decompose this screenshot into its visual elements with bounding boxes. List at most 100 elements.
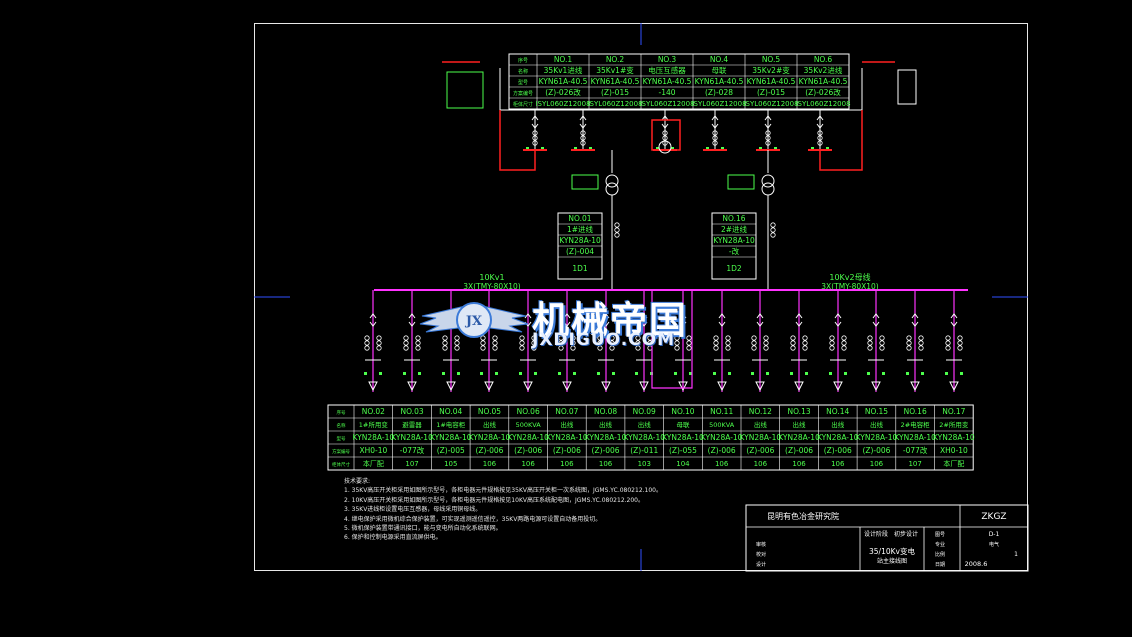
current-transformer-icon [879,340,885,346]
current-transformer-icon [531,340,537,346]
watermark-title: 机械帝国 [532,299,688,342]
current-transformer-icon [751,335,757,341]
current-transformer-icon [580,135,586,141]
current-transformer-icon [906,335,912,341]
breaker-icon [834,313,842,327]
current-transformer-icon [790,340,796,346]
bottom-table [327,404,974,471]
current-transformer-icon [790,345,796,351]
current-transformer-icon [364,340,370,346]
top-col-no: NO.4 [710,55,729,64]
top-col-scheme: (Z)-026改 [545,87,581,97]
transformer-winding-icon [605,174,619,188]
top-row-label: 型号 [518,79,528,86]
current-transformer-icon [492,345,498,351]
bottom-col-code: 106 [560,460,574,468]
bottom-col-model: KYN28A-10 [391,433,433,442]
bottom-row-label: 方案编号 [332,448,350,455]
bottom-col-code: 106 [599,460,613,468]
winged-badge-icon: JX [419,302,529,338]
bottom-col-scheme: (Z)-006 [514,446,542,455]
terminal-block-icon [534,372,537,375]
bottom-col-no: NO.11 [710,407,733,416]
cable-head-icon [833,381,843,392]
transformer-panel-text: 2#进线 [721,224,748,234]
current-transformer-icon [635,345,641,351]
top-col-name: 母联 [712,66,727,75]
current-transformer-icon [713,340,719,346]
bottom-row-label: 序号 [337,409,346,416]
bottom-col-name: 出线 [870,420,884,429]
terminal-block-icon [442,372,445,375]
top-col-model: KYN61A-40.5 [591,77,640,86]
bottom-col-model: KYN28A-10 [894,433,936,442]
sheet-number: D-1 [989,531,1000,538]
current-transformer-icon [751,340,757,346]
current-transformer-icon [686,335,692,341]
breaker-icon [872,313,880,327]
current-transformer-icon [765,140,771,146]
terminal-block-icon [689,372,692,375]
bottom-col-no: NO.07 [555,407,578,416]
current-transformer-icon [957,335,963,341]
terminal-block-icon [882,372,885,375]
current-transformer-icon [442,335,448,341]
bottom-col-code: 106 [521,460,535,468]
incoming-cable-2 [819,110,863,171]
current-transformer-icon [609,335,615,341]
current-transformer-icon [867,335,873,341]
top-row-label: 序号 [518,57,528,64]
cable-head-icon [949,381,959,392]
terminal-block-icon [674,372,677,375]
bus-coupler [651,290,693,389]
top-col-name: 35Kv1#变 [596,65,634,75]
cable-head-icon [562,381,572,392]
cable-head-icon [678,381,688,392]
current-transformer-icon [442,340,448,346]
scale-label: 比例 [935,551,945,558]
note-item: 2. 10KV高压开关柜采用如图所示型号，各柜电器元件规格按见10KV高压系统配… [344,496,644,504]
terminal-block-icon [526,147,529,150]
bottom-col-model: KYN28A-10 [546,433,588,442]
bottom-row-label: 柜体尺寸 [332,461,350,468]
terminal-block-icon [364,372,367,375]
terminal-block-icon [573,372,576,375]
bottom-col-scheme: (Z)-006 [475,446,503,455]
current-transformer-icon [945,345,951,351]
spec-label: 专业 [935,541,945,548]
terminal-block-icon [574,147,577,150]
bottom-col-model: KYN28A-10 [817,433,859,442]
number-label: 图号 [935,532,945,538]
top-col-scheme: (Z)-015 [757,88,785,97]
current-transformer-icon [790,335,796,341]
bottom-col-no: NO.05 [478,407,501,416]
spec-value: 电气 [989,541,999,548]
current-transformer-icon [770,222,776,228]
breaker-icon [764,115,772,129]
terminal-block-icon [728,372,731,375]
voltage-transformer-icon [658,140,672,154]
current-transformer-icon [817,130,823,136]
current-transformer-icon [376,345,382,351]
bottom-col-code: 106 [754,460,768,468]
top-col-size: ISYL060Z12008 [587,100,642,108]
current-transformer-icon [763,340,769,346]
terminal-block-icon [656,147,659,150]
bottom-col-code: 106 [831,460,845,468]
stage-label: 设计阶段 [864,530,888,538]
bottom-col-scheme: (Z)-006 [553,446,581,455]
current-transformer-icon [906,340,912,346]
current-transformer-icon [841,335,847,341]
current-transformer-icon [492,340,498,346]
approve-label: 审核 [756,541,766,548]
bottom-col-scheme: (Z)-006 [824,446,852,455]
breaker-icon [816,115,824,129]
current-transformer-icon [597,335,603,341]
top-col-name: 电压互感器 [648,65,686,75]
current-transformer-icon [945,340,951,346]
watermark-subtitle: JXDIGUO.COM [532,330,676,350]
terminal-block-icon [457,372,460,375]
top-col-scheme: (Z)-026改 [805,87,841,97]
breaker-icon [531,115,539,129]
